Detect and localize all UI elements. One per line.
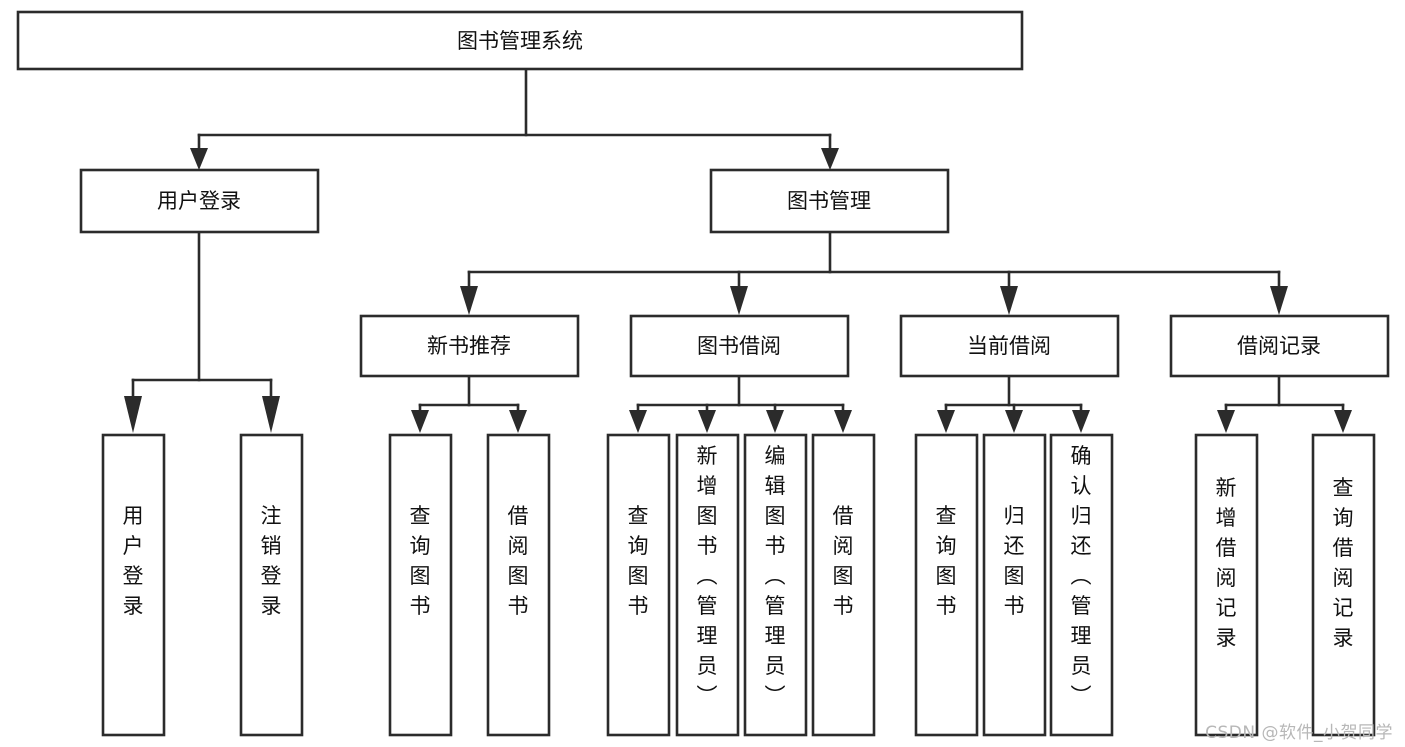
arrow-to-leaf-borrow-book-2	[834, 410, 852, 433]
user-login-box[interactable]	[79, 168, 320, 234]
node-book-borrow[interactable]: 图书借阅	[629, 314, 850, 378]
leaf-query-book-3-label: 查询图书	[936, 504, 957, 618]
arrow-to-current-borrow	[1000, 286, 1018, 315]
leaf-query-book-1-box[interactable]	[388, 433, 453, 737]
connector-layer	[124, 67, 1352, 433]
arrow-to-book-borrow	[730, 286, 748, 315]
leaf-user-login-box[interactable]	[101, 433, 166, 737]
leaf-edit-book-label: 编辑图书︵管理员︶	[765, 444, 786, 708]
leaf-add-record-box[interactable]	[1194, 433, 1259, 737]
node-leaf-edit-book[interactable]: 编辑图书︵管理员︶	[743, 433, 808, 737]
node-current-borrow[interactable]: 当前借阅	[899, 314, 1120, 378]
arrow-to-user-login	[190, 148, 208, 170]
node-borrow-record[interactable]: 借阅记录	[1169, 314, 1390, 378]
leaf-borrow-book-1-box[interactable]	[486, 433, 551, 737]
arrow-to-leaf-query-book-1	[411, 410, 429, 433]
arrow-to-new-book-recommend	[460, 286, 478, 315]
arrow-to-borrow-record	[1270, 286, 1288, 315]
leaf-add-record-label: 新增借阅记录	[1216, 476, 1237, 650]
book-borrow-box[interactable]	[629, 314, 850, 378]
arrow-to-leaf-query-book-3	[937, 410, 955, 433]
leaf-logout-login-box[interactable]	[239, 433, 304, 737]
node-leaf-confirm-return[interactable]: 确认归还︵管理员︶	[1049, 433, 1114, 737]
leaf-query-book-1-label: 查询图书	[410, 504, 431, 618]
leaf-query-record-box[interactable]	[1311, 433, 1376, 737]
leaf-query-book-2-label: 查询图书	[628, 504, 649, 618]
new-book-recommend-label: 新书推荐	[427, 334, 511, 358]
book-manage-label: 图书管理	[787, 189, 871, 213]
node-leaf-borrow-book-1[interactable]: 借阅图书	[486, 433, 551, 737]
leaf-return-book-label: 归还图书	[1004, 504, 1025, 618]
arrow-to-leaf-borrow-book-1	[509, 410, 527, 433]
new-book-recommend-box[interactable]	[359, 314, 580, 378]
arrow-to-leaf-add-record	[1217, 410, 1235, 433]
leaf-confirm-return-box[interactable]	[1049, 433, 1114, 737]
node-leaf-add-record[interactable]: 新增借阅记录	[1194, 433, 1259, 737]
arrow-to-leaf-edit-book	[766, 410, 784, 433]
arrow-to-leaf-add-book	[698, 410, 716, 433]
leaf-borrow-book-2-label: 借阅图书	[833, 504, 854, 618]
node-root[interactable]: 图书管理系统	[16, 10, 1024, 71]
leaf-add-book-label: 新增图书︵管理员︶	[697, 444, 718, 708]
arrow-to-leaf-query-record	[1334, 410, 1352, 433]
node-user-login[interactable]: 用户登录	[79, 168, 320, 234]
node-leaf-query-book-2[interactable]: 查询图书	[606, 433, 671, 737]
arrow-to-leaf-logout-login	[262, 396, 280, 433]
arrow-to-leaf-return-book	[1005, 410, 1023, 433]
arrow-to-leaf-confirm-return	[1072, 410, 1090, 433]
node-leaf-return-book[interactable]: 归还图书	[982, 433, 1047, 737]
book-borrow-label: 图书借阅	[697, 334, 781, 358]
node-leaf-query-record[interactable]: 查询借阅记录	[1311, 433, 1376, 737]
user-login-label: 用户登录	[157, 189, 241, 213]
arrow-to-leaf-query-book-2	[629, 410, 647, 433]
borrow-record-box[interactable]	[1169, 314, 1390, 378]
leaf-return-book-box[interactable]	[982, 433, 1047, 737]
root-box[interactable]	[16, 10, 1024, 71]
current-borrow-box[interactable]	[899, 314, 1120, 378]
current-borrow-label: 当前借阅	[967, 334, 1051, 358]
node-leaf-query-book-1[interactable]: 查询图书	[388, 433, 453, 737]
root-label: 图书管理系统	[457, 29, 583, 53]
borrow-record-label: 借阅记录	[1237, 334, 1321, 358]
book-manage-box[interactable]	[709, 168, 950, 234]
leaf-query-record-label: 查询借阅记录	[1333, 476, 1354, 650]
node-new-book-recommend[interactable]: 新书推荐	[359, 314, 580, 378]
arrow-to-leaf-user-login	[124, 396, 142, 433]
leaf-borrow-book-2-box[interactable]	[811, 433, 876, 737]
leaf-add-book-box[interactable]	[675, 433, 740, 737]
node-leaf-add-book[interactable]: 新增图书︵管理员︶	[675, 433, 740, 737]
node-leaf-query-book-3[interactable]: 查询图书	[914, 433, 979, 737]
leaf-user-login-label: 用户登录	[123, 504, 144, 618]
leaf-confirm-return-label: 确认归还︵管理员︶	[1071, 444, 1092, 708]
arrow-to-book-manage	[821, 148, 839, 170]
node-leaf-user-login[interactable]: 用户登录	[101, 433, 166, 737]
node-book-manage[interactable]: 图书管理	[709, 168, 950, 234]
csdn-watermark: CSDN @软件_小贺同学	[1205, 723, 1393, 743]
leaf-query-book-3-box[interactable]	[914, 433, 979, 737]
node-leaf-logout-login[interactable]: 注销登录	[239, 433, 304, 737]
leaf-borrow-book-1-label: 借阅图书	[508, 504, 529, 618]
leaf-logout-login-label: 注销登录	[261, 504, 282, 618]
node-leaf-borrow-book-2[interactable]: 借阅图书	[811, 433, 876, 737]
leaf-edit-book-box[interactable]	[743, 433, 808, 737]
leaf-query-book-2-box[interactable]	[606, 433, 671, 737]
